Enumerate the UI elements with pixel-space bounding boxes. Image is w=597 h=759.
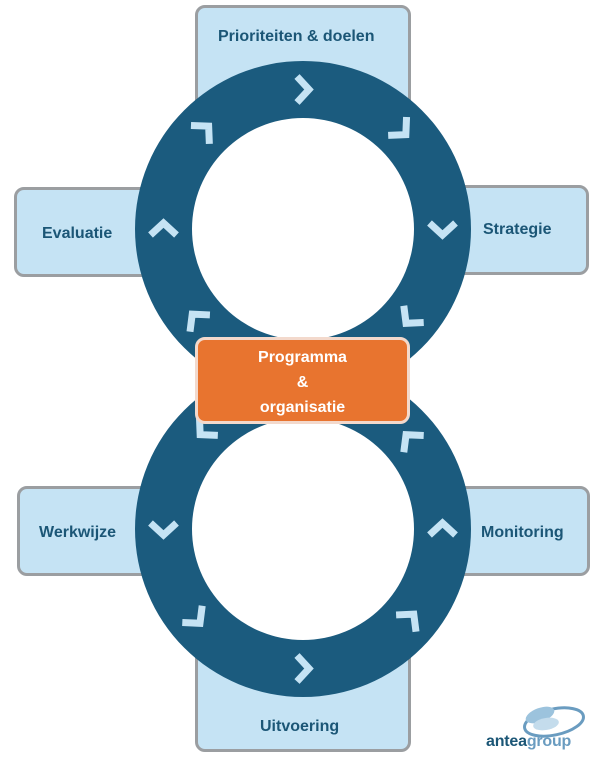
box-label-evaluatie: Evaluatie (42, 225, 113, 242)
upper-ring-chevron-4 (186, 310, 211, 333)
logo-part-group: group (526, 733, 572, 750)
rings-group (135, 61, 471, 697)
box-label-uitvoering: Uitvoering (260, 718, 340, 735)
lower-ring (135, 361, 471, 697)
box-label-werkwijze: Werkwijze (39, 524, 117, 541)
center-label-line1: Programma (258, 349, 347, 366)
lower-ring-chevron-0 (400, 431, 424, 453)
lower-ring-chevron-1 (427, 518, 458, 538)
upper-ring (135, 61, 471, 397)
antea-logo-mark (523, 706, 585, 738)
lower-ring-chevron-2 (395, 610, 420, 633)
lower-ring-chevron-4 (182, 605, 206, 627)
box-label-strategie: Strategie (483, 221, 552, 238)
chevrons-group (148, 74, 458, 684)
box-label-monitoring: Monitoring (481, 524, 564, 541)
upper-ring-chevron-2 (427, 220, 458, 240)
lower-ring-chevron-5 (148, 520, 179, 540)
center-label-line2: & (296, 374, 309, 391)
upper-ring-chevron-1 (388, 116, 411, 139)
upper-ring-chevron-6 (190, 121, 213, 144)
logo-part-antea: antea (486, 733, 527, 750)
upper-ring-chevron-3 (400, 305, 424, 327)
center-label-line3: organisatie (259, 399, 346, 416)
center-box-programma-organisatie: Programma & organisatie (195, 337, 410, 424)
box-label-prioriteiten-doelen: Prioriteiten & doelen (218, 28, 375, 45)
upper-ring-chevron-0 (294, 74, 314, 105)
upper-ring-chevron-5 (148, 218, 179, 238)
antea-logo-text: anteagroup (486, 733, 571, 751)
lower-ring-chevron-3 (294, 653, 314, 684)
